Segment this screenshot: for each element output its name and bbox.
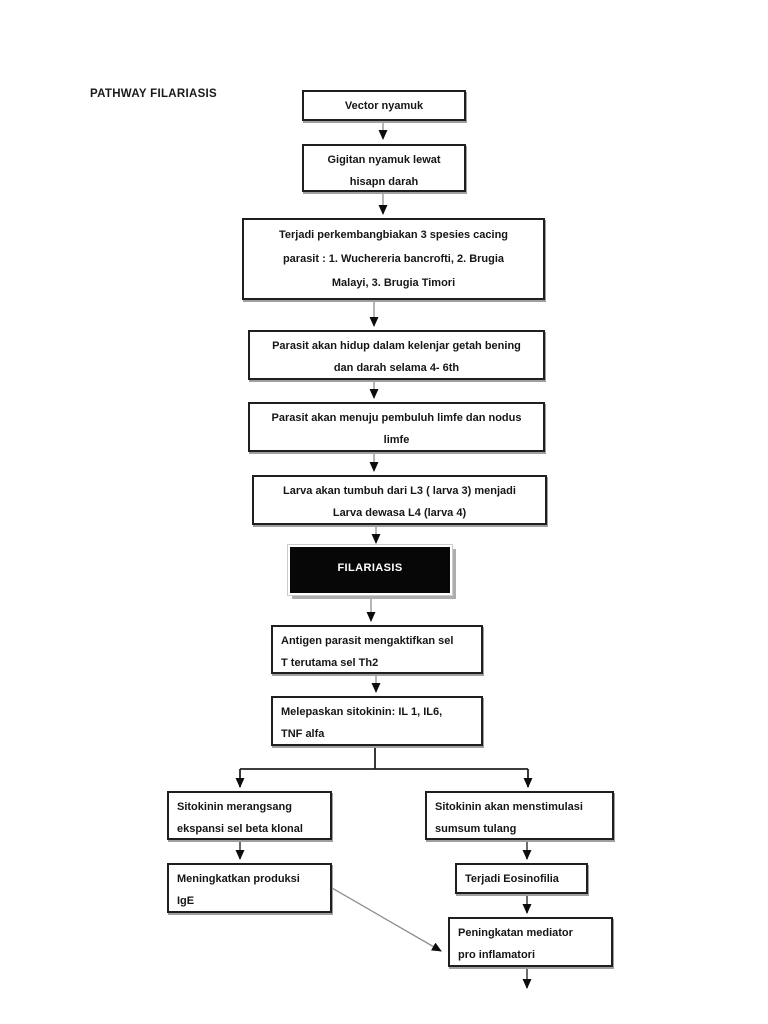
- node-pembuluh-limfe: Parasit akan menuju pembuluh limfe dan n…: [248, 402, 545, 452]
- node-melepaskan-sitokinin: Melepaskan sitokinin: IL 1, IL6, TNF alf…: [271, 696, 483, 746]
- node-sitokinin-menstimulasi: Sitokinin akan menstimulasi sumsum tulan…: [425, 791, 614, 840]
- node-meningkatkan-ige: Meningkatkan produksi IgE: [167, 863, 332, 913]
- node-kelenjar-getah-bening: Parasit akan hidup dalam kelenjar getah …: [248, 330, 545, 380]
- node-filariasis: FILARIASIS: [290, 547, 450, 593]
- node-perkembangbiakan: Terjadi perkembangbiakan 3 spesies cacin…: [242, 218, 545, 300]
- connector-ige-to-mediator-diagonal: [331, 887, 442, 952]
- node-peningkatan-mediator: Peningkatan mediator pro inflamatori: [448, 917, 613, 967]
- page-title: PATHWAY FILARIASIS: [90, 88, 218, 100]
- node-terjadi-eosinofilia: Terjadi Eosinofilia: [455, 863, 588, 894]
- node-larva-tumbuh: Larva akan tumbuh dari L3 ( larva 3) men…: [252, 475, 547, 525]
- node-gigitan-nyamuk: Gigitan nyamuk lewat hisapn darah: [302, 144, 466, 192]
- node-vector-nyamuk: Vector nyamuk: [302, 90, 466, 121]
- node-sitokinin-merangsang: Sitokinin merangsang ekspansi sel beta k…: [167, 791, 332, 840]
- connector-branch-trunk: [240, 747, 528, 770]
- node-antigen-parasit: Antigen parasit mengaktifkan sel T terut…: [271, 625, 483, 674]
